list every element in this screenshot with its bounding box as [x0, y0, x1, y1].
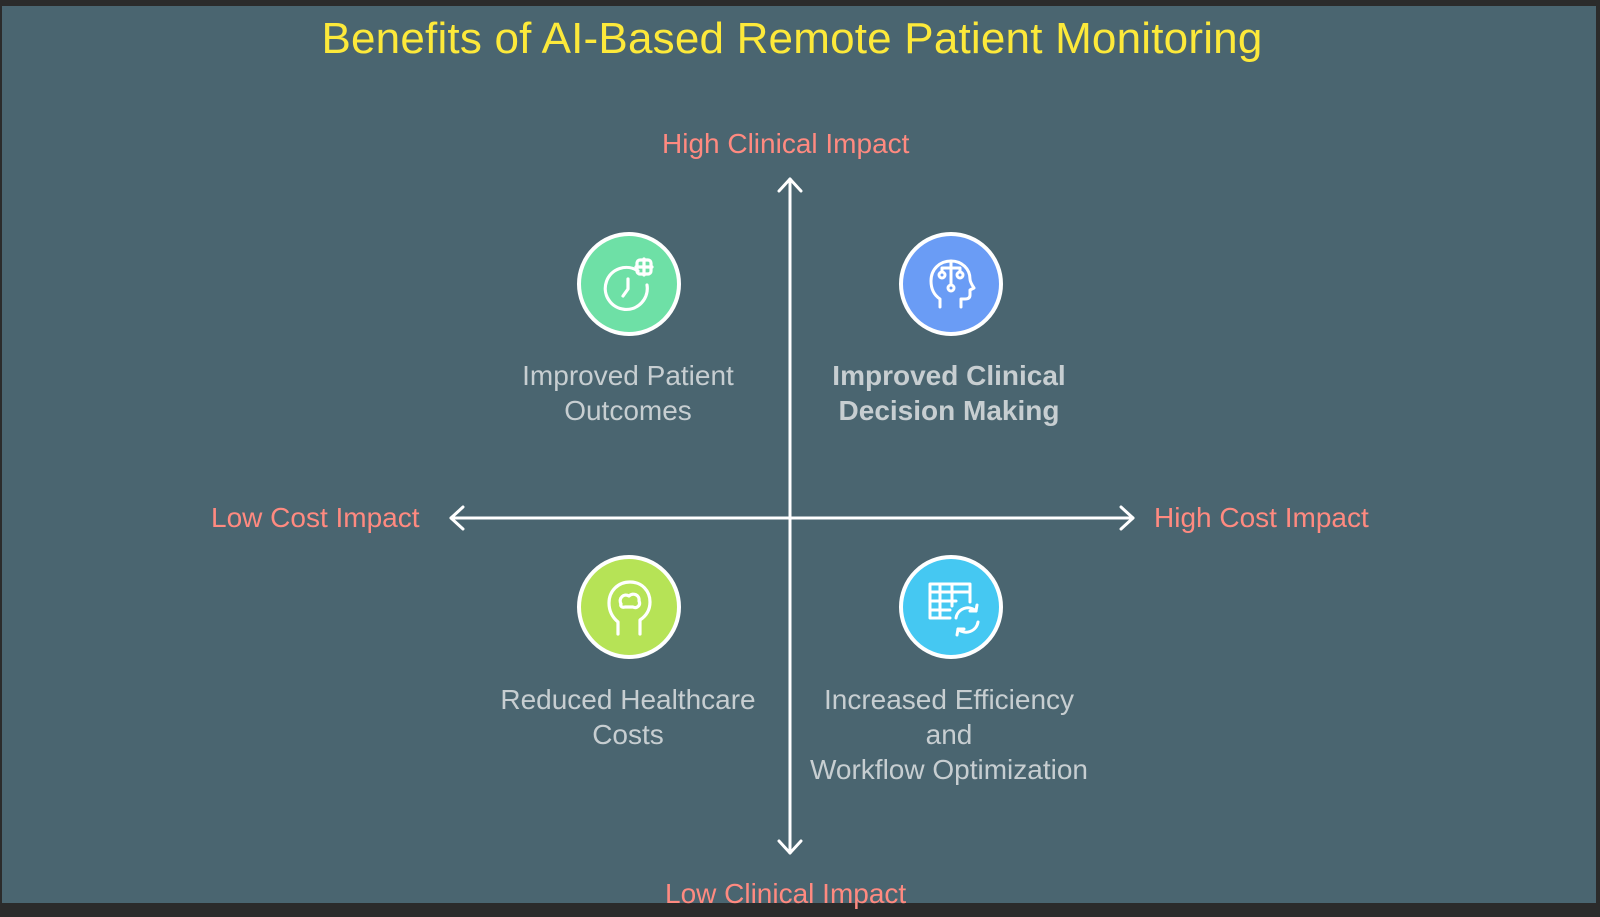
quadrant-label-improved-clinical-decision-making: Improved Clinical Decision Making — [832, 360, 1066, 426]
arrow-down — [777, 839, 803, 855]
quadrant-label-increased-efficiency: Increased Efficiency and Workflow Optimi… — [809, 684, 1088, 785]
page-title: Benefits of AI-Based Remote Patient Moni… — [321, 14, 1263, 63]
head-brain-icon — [577, 555, 681, 659]
table-refresh-icon — [899, 555, 1003, 659]
quadrant-axes — [449, 177, 1135, 855]
diagram-canvas: Benefits of AI-Based Remote Patient Moni… — [2, 6, 1596, 909]
axis-label-low-cost: Low Cost Impact — [211, 502, 420, 533]
quadrant-label-improved-patient-outcomes: Improved Patient Outcomes — [522, 360, 734, 426]
arrow-right — [1119, 505, 1135, 531]
axis-label-low-clinical: Low Clinical Impact — [665, 878, 907, 909]
arrow-left — [449, 505, 465, 531]
clock-plus-icon — [577, 232, 681, 336]
quadrant-label-reduced-healthcare-costs: Reduced Healthcare Costs — [500, 684, 756, 750]
axis-label-high-clinical: High Clinical Impact — [662, 128, 910, 159]
arrow-up — [777, 177, 803, 193]
head-circuit-icon — [899, 232, 1003, 336]
axis-label-high-cost: High Cost Impact — [1154, 502, 1369, 533]
